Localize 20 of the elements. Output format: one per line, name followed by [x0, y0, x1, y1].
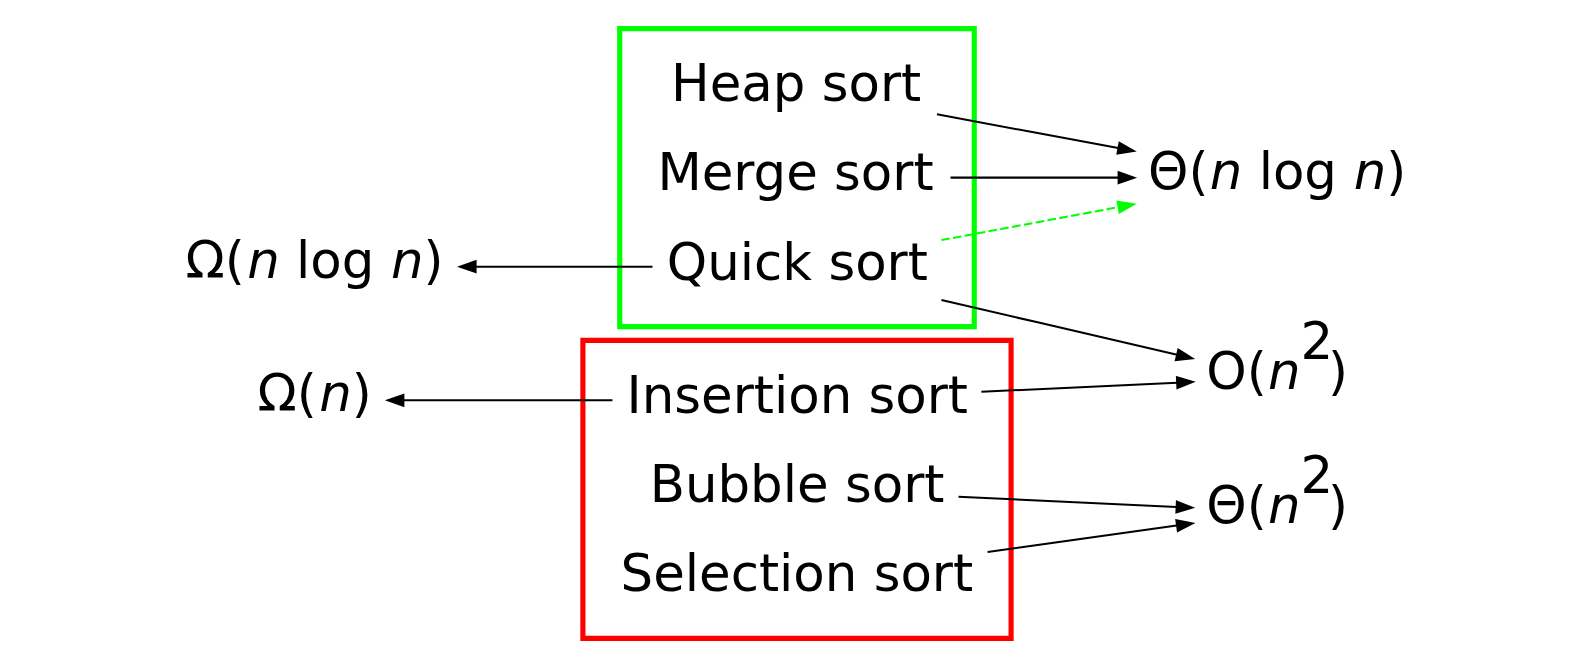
node-text: Θ(n log n) [1148, 140, 1407, 201]
arrow [457, 259, 653, 274]
cluster [580, 337, 1014, 641]
arrow [958, 495, 1196, 514]
node-text: Ω(n) [257, 363, 372, 424]
arrow [936, 113, 1137, 155]
arrow [981, 375, 1196, 393]
node-text: Merge sort [657, 142, 934, 203]
node-text: Bubble sort [649, 454, 945, 515]
arrow [987, 518, 1196, 554]
node-text: Heap sort [671, 53, 922, 114]
node-text: Insertion sort [626, 365, 968, 426]
node-text: Ω(n log n) [185, 229, 444, 290]
arrow [950, 170, 1138, 185]
arrow [941, 298, 1196, 362]
node-text: Quick sort [666, 231, 928, 292]
cluster [617, 26, 977, 330]
arrow [384, 393, 613, 408]
node-text: Selection sort [620, 543, 974, 604]
arrow [941, 200, 1137, 242]
